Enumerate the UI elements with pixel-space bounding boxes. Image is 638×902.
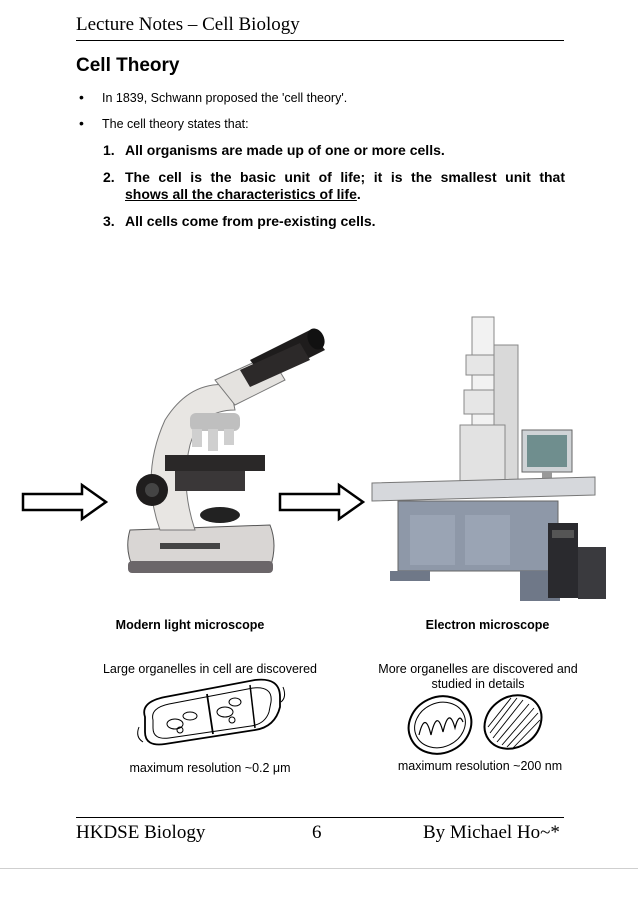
electron-description-line1: More organelles are discovered and — [378, 662, 578, 676]
light-microscope-caption: Modern light microscope — [115, 618, 265, 632]
item-text-underlined: shows all the characteristics of life — [125, 186, 357, 202]
item-text: All cells come from pre-existing cells. — [125, 213, 376, 229]
arrow-right-icon — [278, 482, 366, 522]
bullet-item: In 1839, Schwann proposed the 'cell theo… — [102, 91, 348, 105]
electron-microscope-caption: Electron microscope — [425, 618, 550, 632]
arrow-right-icon — [21, 482, 109, 522]
electron-resolution: maximum resolution ~200 nm — [397, 759, 563, 773]
header-title: Lecture Notes – Cell Biology — [76, 14, 300, 35]
page-number: 6 — [312, 822, 322, 843]
light-resolution: maximum resolution ~0.2 μm — [129, 761, 291, 775]
item-number: 2. — [103, 169, 115, 185]
item-number: 3. — [103, 213, 115, 229]
numbered-item-continued: shows all the characteristics of life. — [125, 186, 361, 202]
item-text-tail: . — [356, 186, 361, 202]
item-text: All organisms are made up of one or more… — [125, 142, 445, 158]
electron-description-line2: studied in details — [431, 677, 525, 691]
bullet-marker: • — [79, 89, 84, 105]
bullet-item: The cell theory states that: — [102, 117, 249, 131]
page-bottom-edge — [0, 868, 638, 869]
light-microscope-image — [127, 328, 325, 573]
electron-microscope-image — [371, 316, 606, 601]
numbered-item: 2. The cell is the basic unit of life; it… — [103, 169, 565, 185]
footer-author: By Michael Ho~* — [423, 822, 560, 843]
section-title: Cell Theory — [76, 55, 180, 76]
numbered-item: 3. All cells come from pre-existing cells… — [103, 213, 376, 229]
light-description: Large organelles in cell are discovered — [102, 662, 317, 676]
plant-cells-drawing — [137, 678, 286, 746]
bullet-marker: • — [79, 115, 84, 131]
item-text: The cell is the basic unit of life; it i… — [125, 169, 565, 185]
footer-course: HKDSE Biology — [76, 822, 206, 843]
footer-divider — [76, 817, 564, 818]
mitochondria-drawing — [407, 694, 543, 755]
item-number: 1. — [103, 142, 115, 158]
header-divider — [76, 40, 564, 41]
numbered-item: 1. All organisms are made up of one or mo… — [103, 142, 445, 158]
